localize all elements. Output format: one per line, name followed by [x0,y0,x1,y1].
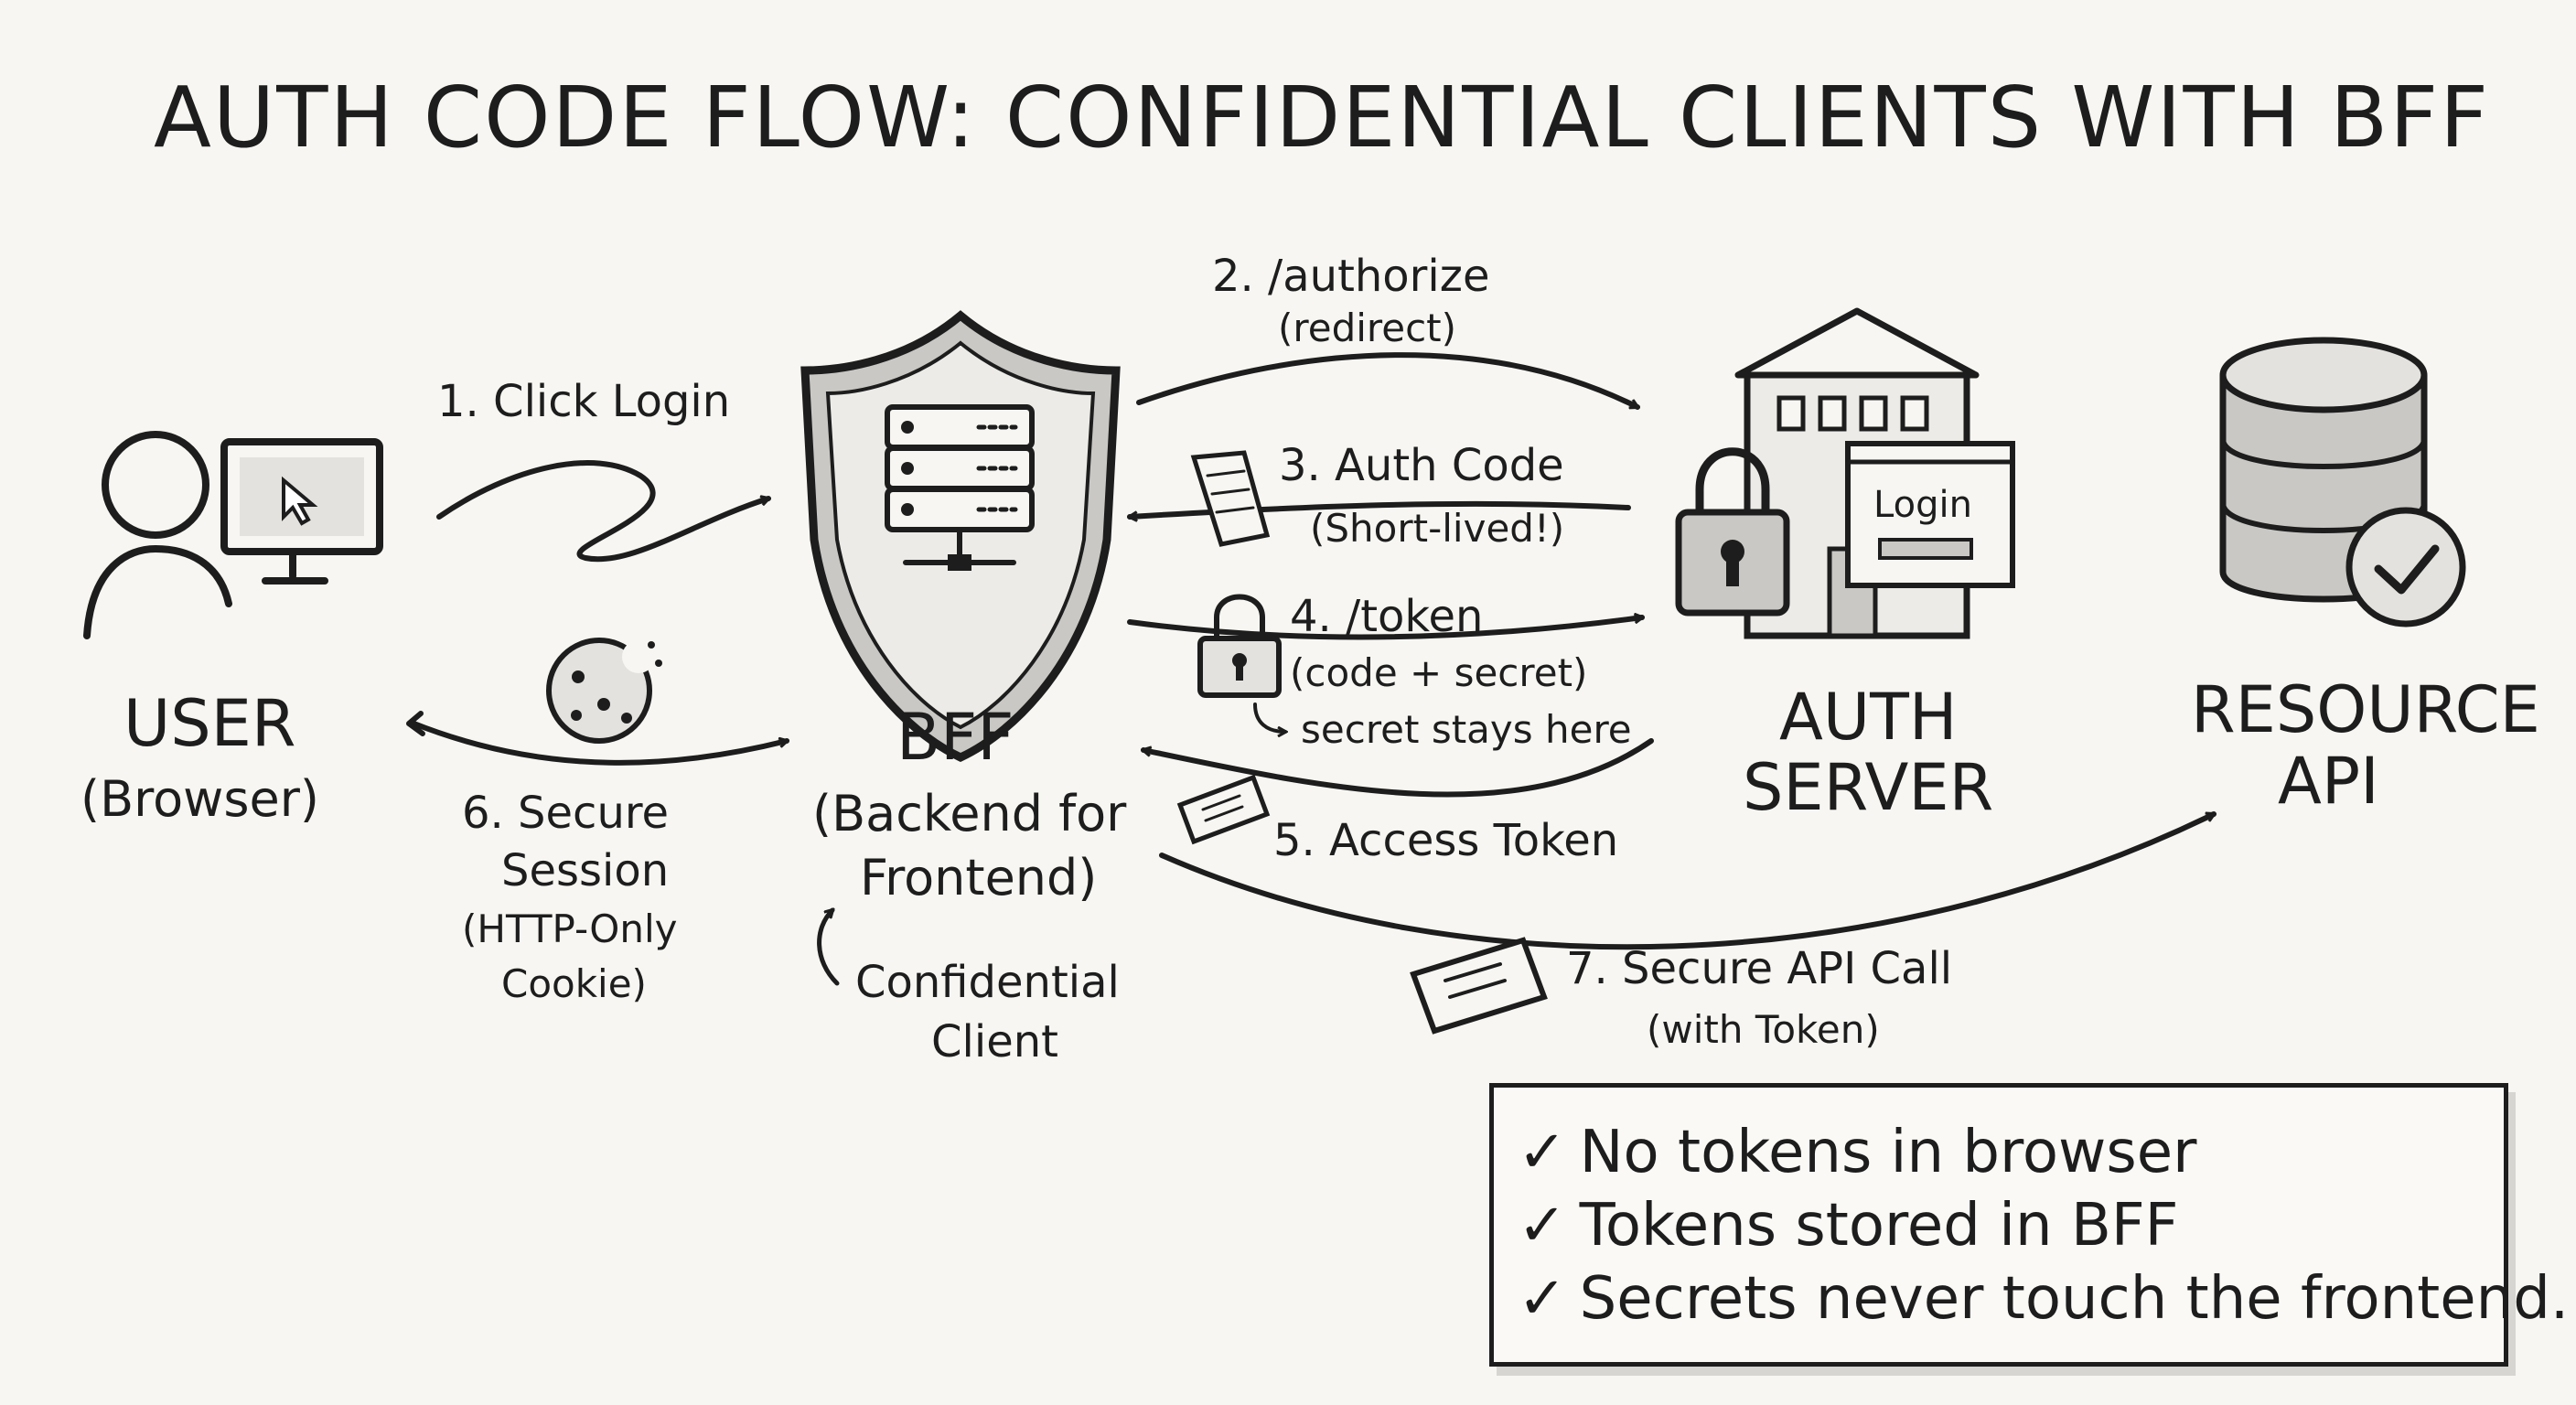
ticket-icon [1410,937,1548,1035]
step6-label-2: Session [501,845,669,896]
check-icon: ✓ [1518,1192,1567,1260]
bff-note-2: Client [931,1016,1058,1067]
step2-sublabel: (redirect) [1278,306,1456,350]
step6-label-1: 6. Secure [462,788,669,839]
bff-note-1: Confidential [855,957,1120,1008]
step6-sublabel-2: Cookie) [501,961,647,1006]
step4-label: 4. /token [1290,591,1483,642]
resource-api-label-2: API [2278,744,2379,819]
benefit-text: Secrets never touch the frontend. [1579,1265,2570,1333]
building-lock-icon: Login [1675,307,2015,639]
step5-label: 5. Access Token [1273,815,1618,866]
auth-server-label-2: SERVER [1743,750,1993,825]
check-icon: ✓ [1518,1119,1567,1186]
ticket-icon [1176,774,1271,845]
step3-sublabel: (Short-lived!) [1310,506,1564,551]
page-title: AUTH CODE FLOW: CONFIDENTIAL CLIENTS WIT… [154,69,2490,166]
benefit-text: Tokens stored in BFF [1579,1192,2179,1260]
step2-label: 2. /authorize [1212,251,1489,302]
auth-server-label-1: AUTH [1779,680,1958,755]
step4-sublabel: (code + secret) [1290,650,1587,695]
bff-label: BFF [896,700,1014,775]
shield-server-icon [800,310,1121,762]
step3-label: 3. Auth Code [1279,440,1564,491]
step4-note: secret stays here [1301,707,1632,752]
step7-label: 7. Secure API Call [1566,943,1952,994]
user-sublabel: (Browser) [80,770,319,828]
step1-label: 1. Click Login [437,376,730,427]
benefits-box: ✓No tokens in browser ✓Tokens stored in … [1489,1083,2569,1367]
benefit-text: No tokens in browser [1579,1119,2197,1186]
benefit-item: ✓No tokens in browser [1518,1119,2196,1186]
user-with-monitor-icon [83,431,383,639]
cookie-icon [546,638,662,744]
user-label: USER [123,686,296,761]
scroll-icon [1190,450,1271,547]
bff-sublabel-2: Frontend) [860,849,1097,906]
step6-sublabel-1: (HTTP-Only [462,906,677,951]
benefit-item: ✓Tokens stored in BFF [1518,1192,2178,1260]
benefit-item: ✓Secrets never touch the frontend. [1518,1265,2569,1333]
login-window-label: Login [1873,484,1972,526]
database-check-icon [2219,337,2466,627]
check-icon: ✓ [1518,1265,1567,1333]
padlock-icon [1197,594,1282,698]
bff-sublabel-1: (Backend for [812,785,1127,842]
resource-api-label-1: RESOURCE [2191,672,2540,747]
step7-sublabel: (with Token) [1647,1007,1880,1052]
